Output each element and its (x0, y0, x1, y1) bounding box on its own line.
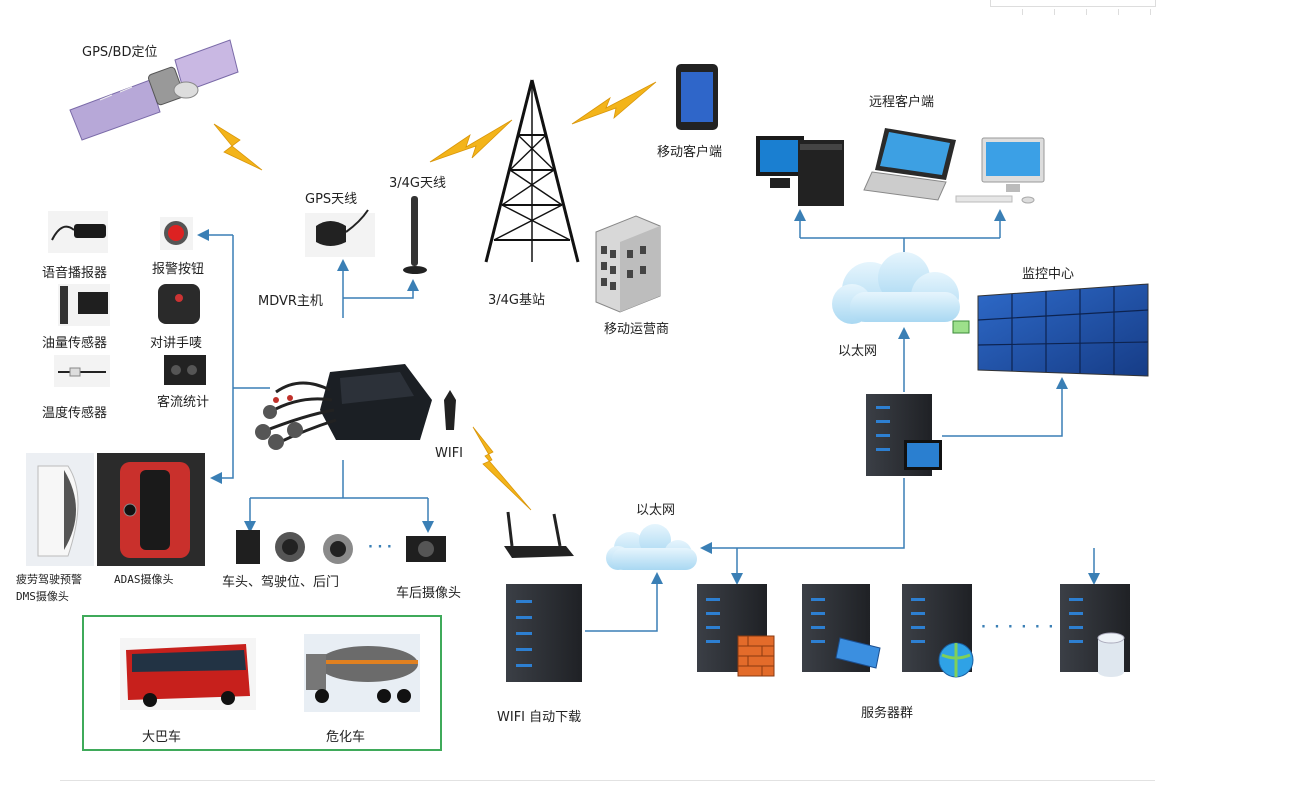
desktop-pc-icon (756, 136, 844, 206)
gps-antenna-icon (305, 209, 375, 257)
wifi-router-icon (504, 511, 574, 558)
bus-label: 大巴车 (142, 730, 182, 745)
server-cluster-label: 服务器群 (861, 706, 914, 721)
fuel-sensor-icon (58, 284, 110, 326)
bottom-divider (60, 780, 1155, 781)
temp-sensor-label: 温度传感器 (42, 406, 108, 421)
wifi-download-label: WIFI 自动下载 (497, 710, 582, 725)
rear-camera-label: 车后摄像头 (396, 586, 462, 601)
operator-building-icon (595, 215, 661, 313)
rear-door-dome-camera-icon (323, 534, 353, 564)
voice-announcer-icon (48, 211, 108, 253)
dms-camera-icon (26, 453, 94, 566)
intercom-label: 对讲手唛 (150, 336, 203, 351)
fuel-sensor-label: 油量传感器 (42, 336, 108, 351)
alarm-button-label: 报警按钮 (152, 262, 205, 277)
adas-label: ADAS摄像头 (114, 573, 174, 586)
network-switch-icon (952, 320, 970, 334)
ethernet-top-label: 以太网 (838, 344, 878, 359)
dms-label-line2: DMS摄像头 (16, 590, 69, 603)
3g-4g-antenna-icon (403, 196, 427, 274)
cameras-ellipsis: · · · (368, 540, 392, 555)
voice-label: 语音播报器 (42, 266, 108, 281)
bus-image (120, 638, 256, 710)
cloud-bottom-icon (606, 524, 697, 570)
ethernet-bottom-label: 以太网 (636, 503, 676, 518)
server-ellipsis: · · · · · · (981, 620, 1056, 635)
cameras-label: 车头、驾驶位、后门 (222, 575, 340, 590)
temperature-sensor-icon (54, 355, 110, 387)
connector-lines (197, 209, 1100, 632)
server-web-icon (902, 584, 974, 678)
base-station-label: 3/4G基站 (488, 293, 545, 308)
front-camera-icon (236, 530, 260, 564)
dms-label-line1: 疲劳驾驶预警 (16, 573, 82, 586)
tanker-label: 危化车 (326, 730, 366, 745)
cloud-top-icon (832, 252, 960, 324)
laptop-icon (863, 128, 956, 201)
cell-tower-icon (484, 79, 580, 263)
mdvr-label: MDVR主机 (258, 294, 323, 309)
video-wall-icon (977, 283, 1149, 377)
monitor-center-label: 监控中心 (1022, 267, 1075, 282)
antenna-34g-label: 3/4G天线 (389, 176, 446, 191)
passenger-label: 客流统计 (157, 395, 210, 410)
passenger-counter-icon (164, 355, 206, 385)
operator-label: 移动运营商 (604, 322, 670, 337)
mdvr-host-icon (255, 364, 456, 450)
alarm-button-icon (160, 217, 193, 250)
rear-view-camera-icon (406, 536, 446, 562)
adas-camera-icon (97, 453, 205, 566)
mobile-phone-icon (676, 64, 718, 130)
vehicle-types-box (82, 615, 442, 751)
satellite-icon (69, 39, 239, 141)
server-firewall-icon (697, 584, 775, 677)
mobile-client-label: 移动客户端 (657, 145, 723, 160)
wifi-label: WIFI (435, 446, 463, 461)
wifi-server-icon (506, 584, 582, 682)
driver-dome-camera-icon (275, 532, 305, 562)
central-server-icon (866, 394, 942, 476)
wireless-signal-bolts (213, 81, 657, 511)
gps-antenna-label: GPS天线 (305, 192, 358, 207)
intercom-mic-icon (158, 284, 200, 324)
server-media-icon (802, 584, 881, 672)
top-table-fragment (990, 0, 1156, 15)
gps-bd-label: GPS/BD定位 (82, 45, 158, 60)
tanker-truck-image (304, 634, 420, 712)
all-in-one-pc-icon (955, 137, 1045, 204)
server-database-icon (1060, 584, 1130, 677)
remote-client-label: 远程客户端 (869, 95, 935, 110)
